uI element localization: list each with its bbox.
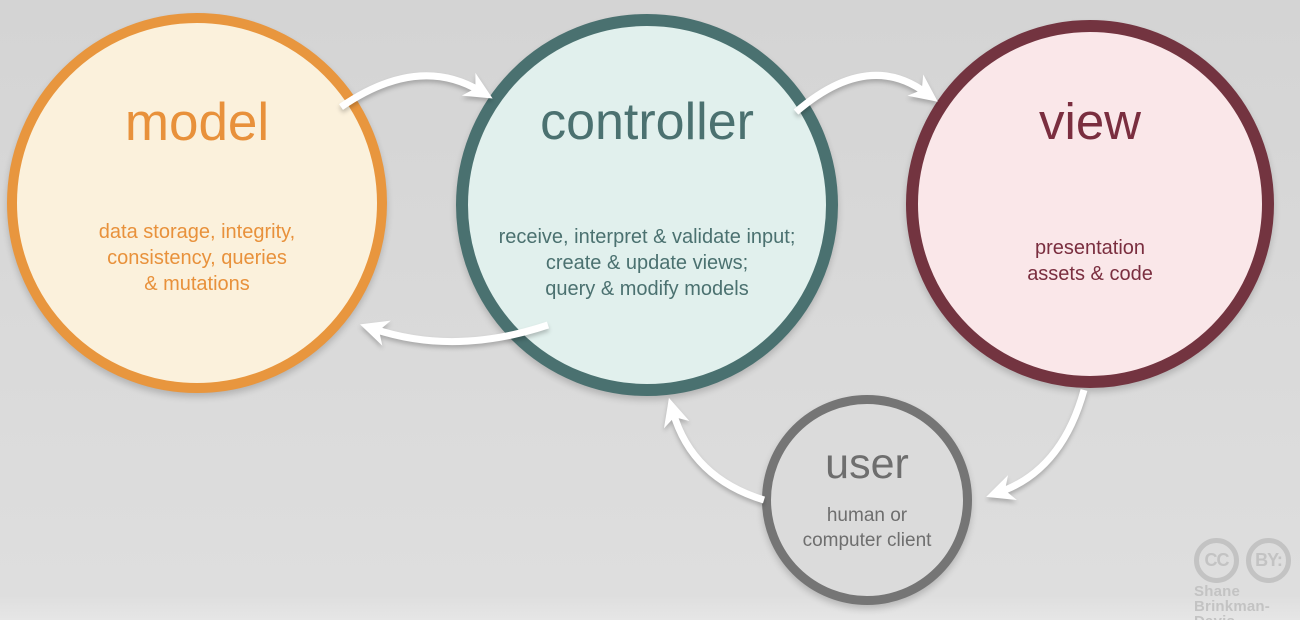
author-credit-line: Shane	[1194, 583, 1241, 600]
node-model-desc-line: & mutations	[144, 273, 250, 295]
arrow-user-to-controller	[663, 397, 766, 504]
author-credit-line: Brinkman-Davis	[1194, 598, 1270, 620]
node-view-desc-line: presentation	[1034, 237, 1146, 259]
cc-by-icon-label: BY:	[1255, 550, 1283, 570]
cc-icon: CC	[1194, 538, 1239, 583]
node-model-desc-line: consistency, queries	[107, 247, 287, 269]
arrow-view-to-user	[986, 389, 1088, 501]
node-model: model data storage, integrity, consisten…	[7, 13, 387, 393]
author-credit: Shane Brinkman-Davis	[1194, 584, 1300, 620]
license-badges: CC BY:	[1194, 538, 1300, 583]
node-controller-desc-line: create & update views;	[545, 252, 749, 274]
attribution: CC BY: Shane Brinkman-Davis	[1194, 538, 1300, 620]
cc-icon-label: CC	[1204, 550, 1230, 570]
node-model-title: model	[124, 93, 270, 152]
cc-by-icon: BY:	[1246, 538, 1291, 583]
node-controller-desc-line: query & modify models	[545, 278, 749, 300]
node-model-desc-line: data storage, integrity,	[98, 221, 296, 243]
node-model-description: data storage, integrity, consistency, qu…	[17, 219, 377, 297]
node-user-title: user	[825, 440, 909, 488]
node-controller-description: receive, interpret & validate input; cre…	[468, 224, 826, 302]
node-view: view presentation assets & code	[906, 20, 1274, 388]
node-user: user human or computer client	[762, 395, 972, 605]
node-user-description: human or computer client	[771, 503, 963, 553]
node-controller-title: controller	[540, 93, 754, 151]
node-user-desc-line: human or	[826, 505, 908, 526]
node-view-title: view	[1038, 93, 1142, 150]
node-view-description: presentation assets & code	[918, 235, 1262, 287]
node-controller-desc-line: receive, interpret & validate input;	[498, 226, 796, 248]
node-user-desc-line: computer client	[802, 530, 932, 551]
node-controller: controller receive, interpret & validate…	[456, 14, 838, 396]
node-view-desc-line: assets & code	[1027, 263, 1153, 285]
